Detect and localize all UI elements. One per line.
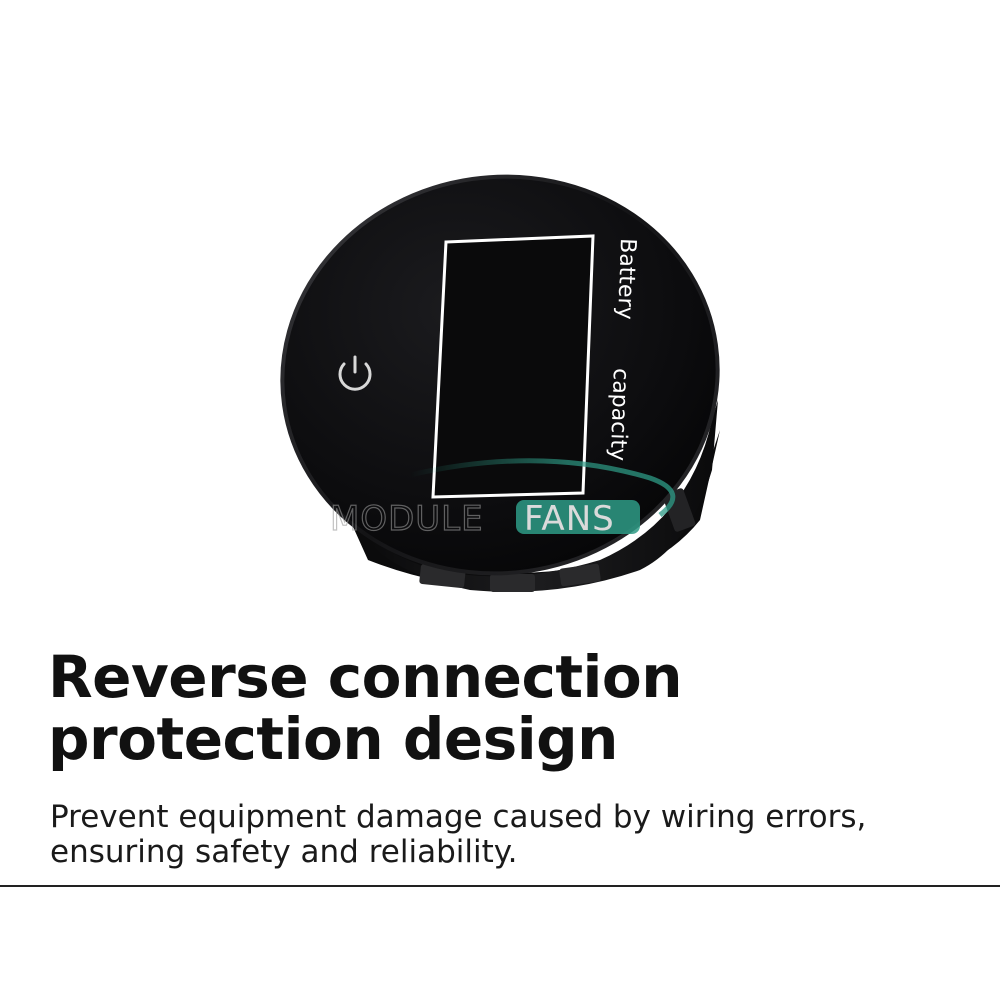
display-window	[431, 234, 595, 499]
display-label-battery: Battery	[612, 238, 640, 320]
watermark-logo: MODULE FANS	[329, 458, 676, 540]
product-photo: Battery capacity MODULE FANS	[280, 174, 720, 592]
description-line-1: Prevent equipment damage caused by wirin…	[50, 799, 867, 835]
watermark-text-module: MODULE	[330, 499, 484, 539]
headline-line-1: Reverse connection	[48, 643, 683, 711]
headline-line-2: protection design	[48, 705, 618, 773]
description: Prevent equipment damage caused by wirin…	[50, 800, 950, 870]
description-line-2: ensuring safety and reliability.	[50, 834, 518, 870]
watermark-badge	[516, 500, 640, 534]
power-icon	[338, 355, 372, 391]
headline: Reverse connection protection design	[48, 646, 948, 770]
watermark-text-fans: FANS	[524, 499, 615, 539]
display-label-capacity: capacity	[605, 368, 633, 462]
bottom-divider	[0, 885, 1000, 887]
